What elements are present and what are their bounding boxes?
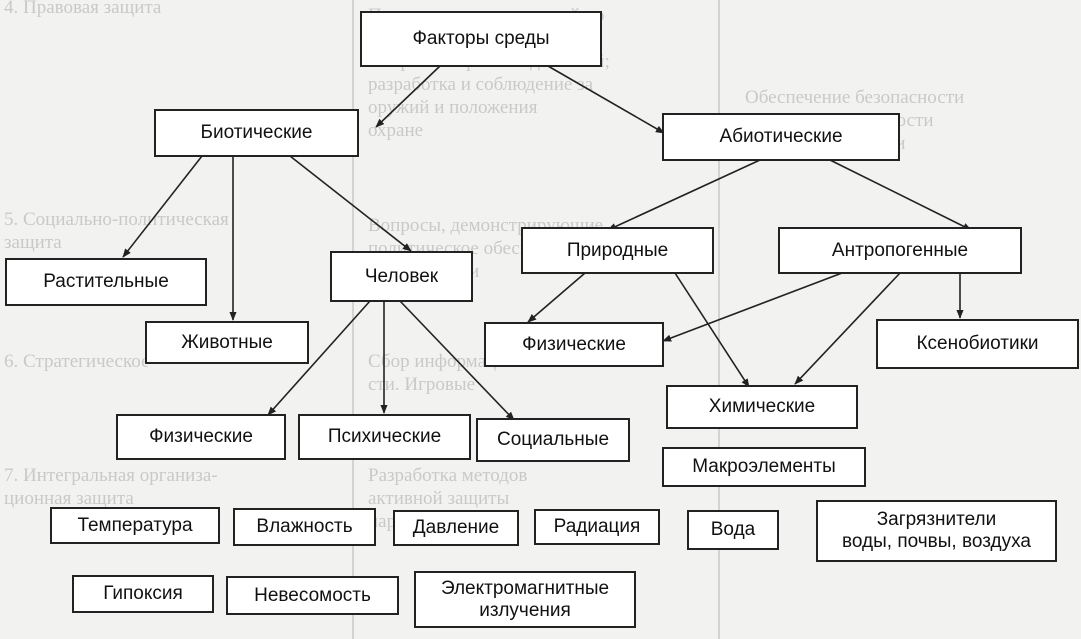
node-human: Человек	[330, 251, 473, 302]
arrow-biotic-to-plant	[122, 155, 203, 258]
node-abiotic: Абиотические	[662, 113, 900, 161]
arrow-natural-to-chemical	[674, 272, 750, 388]
node-weightlessness: Невесомость	[226, 576, 399, 615]
arrow-biotic-to-human	[289, 155, 412, 252]
node-temperature: Температура	[50, 507, 220, 544]
arrow-human-to-social	[399, 300, 515, 421]
node-physical-natural: Физические	[484, 322, 664, 367]
arrow-human-to-physical	[267, 300, 371, 416]
background-text: 5. Социально-политическая защита	[4, 209, 229, 253]
arrow-anthropogenic-to-chemical	[794, 272, 901, 385]
node-macroelements: Макроэлементы	[662, 447, 866, 487]
arrow-root-to-biotic	[375, 65, 441, 128]
node-anthropogenic: Антропогенные	[778, 227, 1022, 274]
arrow-root-to-abiotic	[547, 65, 665, 134]
node-plant: Растительные	[5, 258, 207, 306]
node-biotic: Биотические	[154, 109, 359, 157]
node-pressure: Давление	[393, 510, 519, 546]
node-chemical: Химические	[666, 385, 858, 429]
arrow-natural-to-physical	[527, 272, 586, 323]
node-environmental-factors: Факторы среды	[360, 11, 602, 67]
node-hypoxia: Гипоксия	[72, 575, 214, 613]
node-natural: Природные	[521, 227, 714, 274]
background-text: 7. Интегральная организа- ционная защита	[4, 465, 218, 509]
node-physical-human: Физические	[116, 414, 286, 460]
node-xenobiotics: Ксенобиотики	[876, 319, 1079, 369]
node-animal: Животные	[145, 321, 309, 364]
background-text: 4. Правовая защита	[4, 0, 162, 18]
node-water: Вода	[687, 510, 779, 550]
node-psychic: Психические	[298, 414, 471, 460]
node-pollutants: Загрязнители воды, почвы, воздуха	[816, 500, 1057, 562]
arrow-abiotic-to-natural	[607, 159, 761, 231]
node-radiation: Радиация	[534, 509, 660, 545]
background-text: 6. Стратегическое	[4, 351, 150, 372]
arrow-anthropogenic-to-physical	[662, 272, 843, 342]
node-social: Социальные	[476, 418, 630, 462]
node-humidity: Влажность	[233, 508, 376, 546]
arrow-abiotic-to-anthropogenic	[829, 159, 972, 231]
node-electromagnetic: Электромагнитные излучения	[414, 571, 636, 628]
